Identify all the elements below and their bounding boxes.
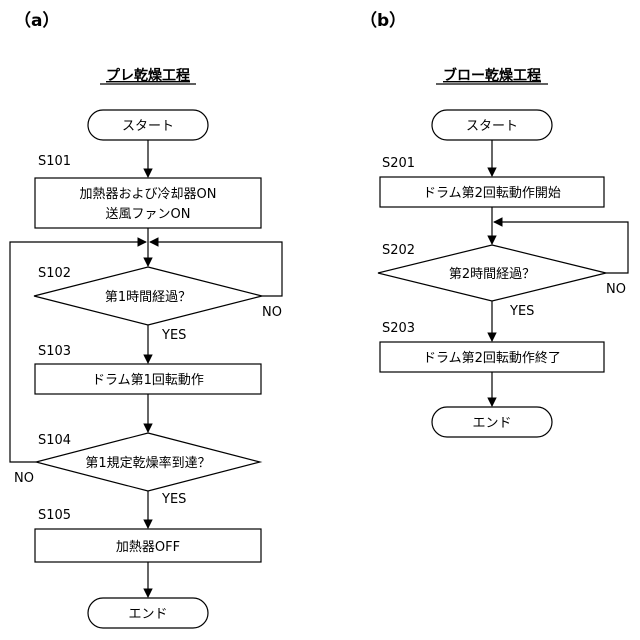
s104-text: 第1規定乾燥率到達？ — [85, 455, 210, 471]
panel-b: （b） ブロー乾燥工程 スタート S201 ドラム第2回転動作開始 S202 第… — [360, 10, 628, 437]
end-label-b: エンド — [472, 416, 511, 431]
s201-text: ドラム第2回転動作開始 — [423, 186, 561, 201]
panel-b-title: ブロー乾燥工程 — [443, 67, 541, 84]
s105-text: 加熱器OFF — [116, 540, 180, 555]
s104-no-label: NO — [14, 471, 34, 486]
start-label-b: スタート — [466, 119, 518, 134]
panel-b-label: （b） — [360, 10, 406, 31]
end-label-a: エンド — [128, 607, 167, 622]
s202-text: 第2時間経過？ — [449, 267, 535, 282]
s101-line1: 加熱器および冷却器ON — [80, 187, 217, 202]
panel-a: （a） プレ乾燥工程 スタート S101 加熱器および冷却器ON 送風ファンON… — [10, 10, 282, 628]
step-id-s103: S103 — [38, 344, 71, 359]
step-id-s101: S101 — [38, 154, 71, 169]
s202-yes-label: YES — [509, 304, 534, 319]
s202-no-label: NO — [606, 282, 626, 297]
panel-a-label: （a） — [14, 10, 59, 31]
s102-yes-label: YES — [161, 328, 186, 343]
step-id-s202: S202 — [382, 243, 415, 258]
step-id-s201: S201 — [382, 156, 415, 171]
s203-text: ドラム第2回転動作終了 — [423, 350, 561, 366]
s102-text: 第1時間経過？ — [105, 290, 191, 305]
s101-line2: 送風ファンON — [106, 207, 191, 222]
step-id-s104: S104 — [38, 433, 71, 448]
panel-a-title: プレ乾燥工程 — [106, 67, 190, 84]
start-label-a: スタート — [122, 119, 174, 134]
step-id-s203: S203 — [382, 321, 415, 336]
s102-no-label: NO — [262, 305, 282, 320]
step-id-s105: S105 — [38, 508, 71, 523]
s103-text: ドラム第1回転動作 — [92, 373, 204, 388]
step-id-s102: S102 — [38, 266, 71, 281]
s104-yes-label: YES — [161, 492, 186, 507]
